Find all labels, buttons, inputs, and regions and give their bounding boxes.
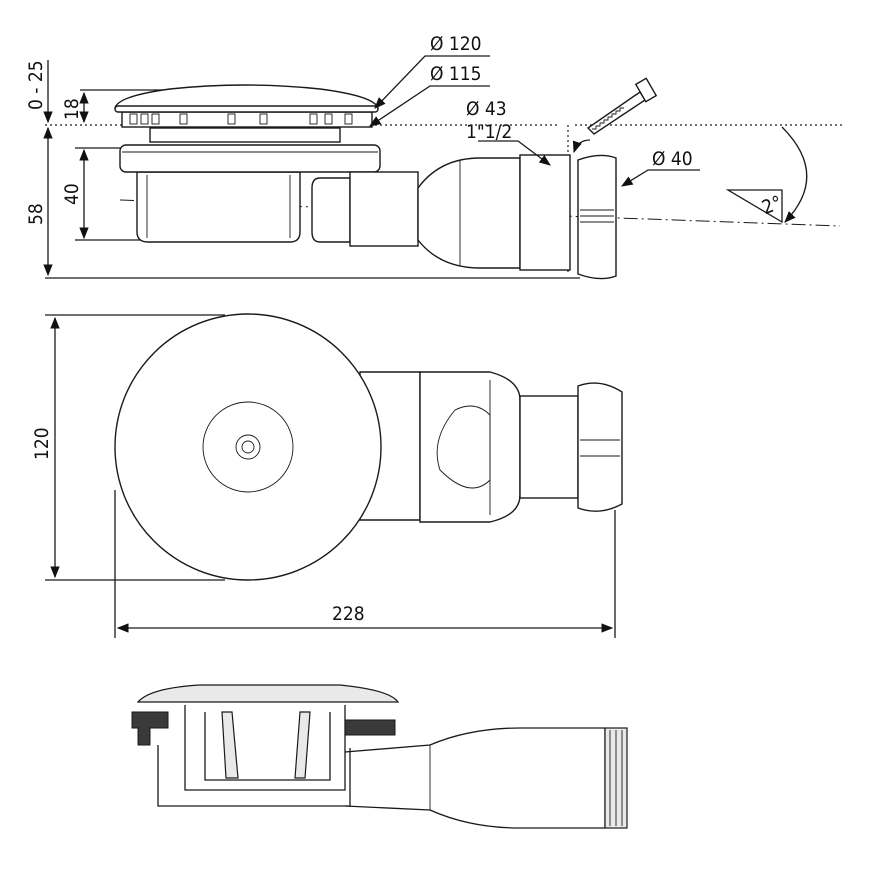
plan-view: 120 228 [31, 313, 623, 638]
plan-reducer [419, 371, 521, 523]
section-body [157, 745, 351, 807]
cap-rim [114, 105, 379, 113]
side-view: Ø 120 Ø 115 Ø 43 1"1/2 Ø 40 2° 0 - 25 18… [25, 33, 845, 280]
saw-cut-icon [572, 77, 658, 154]
plan-cap [114, 313, 382, 581]
slope-triangle [725, 189, 783, 224]
outlet-nut [577, 154, 617, 280]
pipe-diameter-label: Ø 40 [652, 148, 693, 170]
pipe-section [349, 171, 419, 247]
pipe-stub [311, 177, 351, 243]
grate-diameter-label: Ø 115 [430, 63, 482, 85]
cap-diameter-label: Ø 120 [430, 33, 482, 55]
cap-height-label: 18 [61, 98, 83, 120]
plan-length-label: 228 [332, 603, 365, 625]
total-height-label: 58 [25, 203, 47, 225]
grate-neck [149, 127, 341, 143]
grate-ring [121, 111, 373, 128]
plan-nut [577, 382, 623, 512]
height-adjust-label: 0 - 25 [25, 60, 47, 110]
body-height-label: 40 [61, 183, 83, 205]
drain-cap [114, 84, 379, 109]
outlet-thread-label: 1"1/2 [466, 121, 512, 143]
section-view [131, 684, 628, 829]
plan-tube [519, 395, 579, 499]
plan-width-label: 120 [31, 427, 53, 460]
section-seal-right [344, 719, 396, 736]
slope-label: 2° [759, 192, 785, 219]
outlet-diameter-label: Ø 43 [466, 98, 507, 120]
section-seal-left [131, 711, 169, 746]
reducer [417, 157, 521, 269]
section-cap [136, 684, 400, 703]
outlet-tube [519, 154, 571, 271]
body-collar [119, 144, 381, 173]
drain-body [136, 171, 301, 243]
slope-arc [781, 126, 808, 223]
